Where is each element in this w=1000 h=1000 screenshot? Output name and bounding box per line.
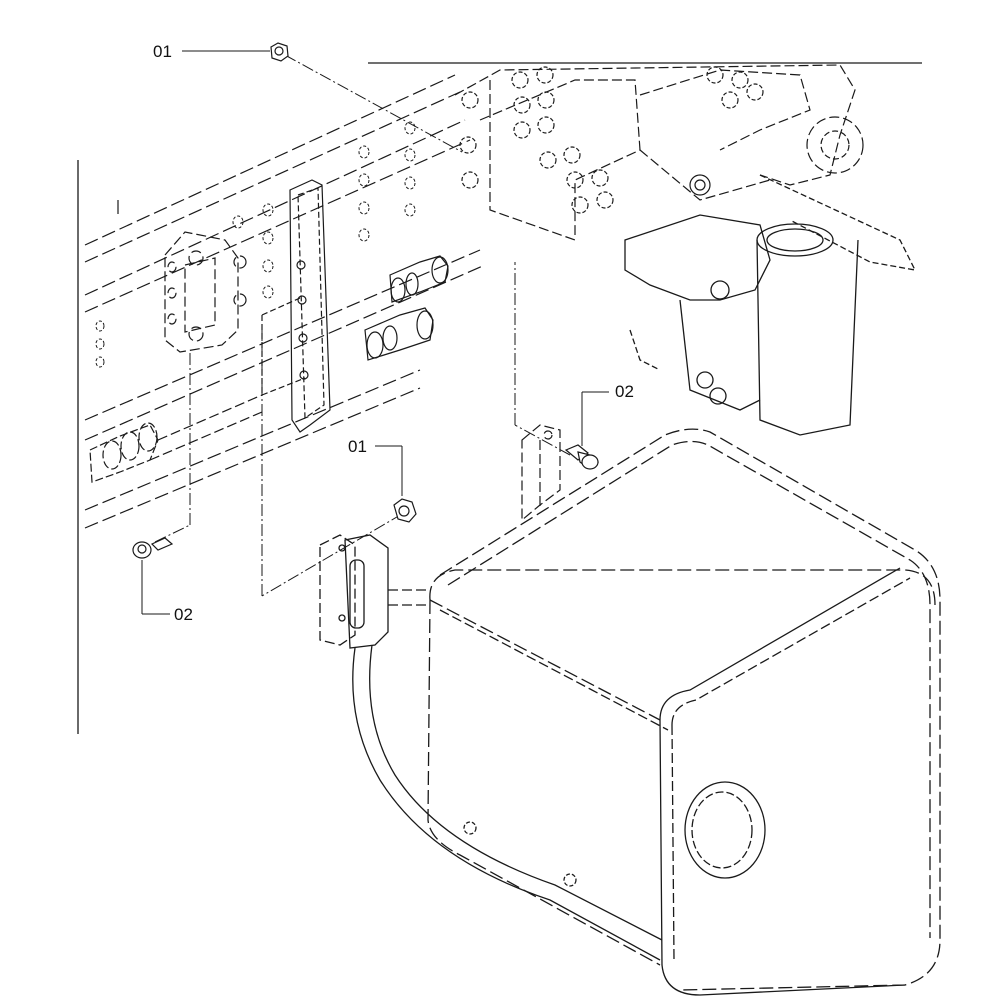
- tank-strap: [352, 589, 663, 961]
- tank-bracket-left: [319, 534, 389, 649]
- frame-reference-lines: [77, 62, 922, 734]
- nut-icon: [393, 498, 417, 523]
- callout-label: 01: [348, 437, 367, 456]
- fuel-tank: [427, 428, 941, 996]
- chassis-rails: [84, 74, 486, 529]
- nut-icon: [270, 42, 289, 62]
- left-mounting-plate: [164, 231, 247, 353]
- callout-label: 02: [174, 605, 193, 624]
- vertical-bracket-strip: [261, 179, 331, 433]
- callout-label: 02: [615, 382, 634, 401]
- knuckle-housing: [624, 174, 917, 436]
- callout-label: 01: [153, 42, 172, 61]
- hydraulic-fittings: [89, 255, 449, 483]
- bolt-icon: [132, 537, 174, 559]
- bolt-icon: [564, 444, 600, 470]
- rail-holes: [95, 121, 416, 368]
- callout-leaders: [141, 50, 609, 615]
- axle-assembly: [454, 64, 864, 241]
- assembly-leader-lines: [154, 54, 571, 597]
- tank-bracket-upper: [521, 424, 561, 522]
